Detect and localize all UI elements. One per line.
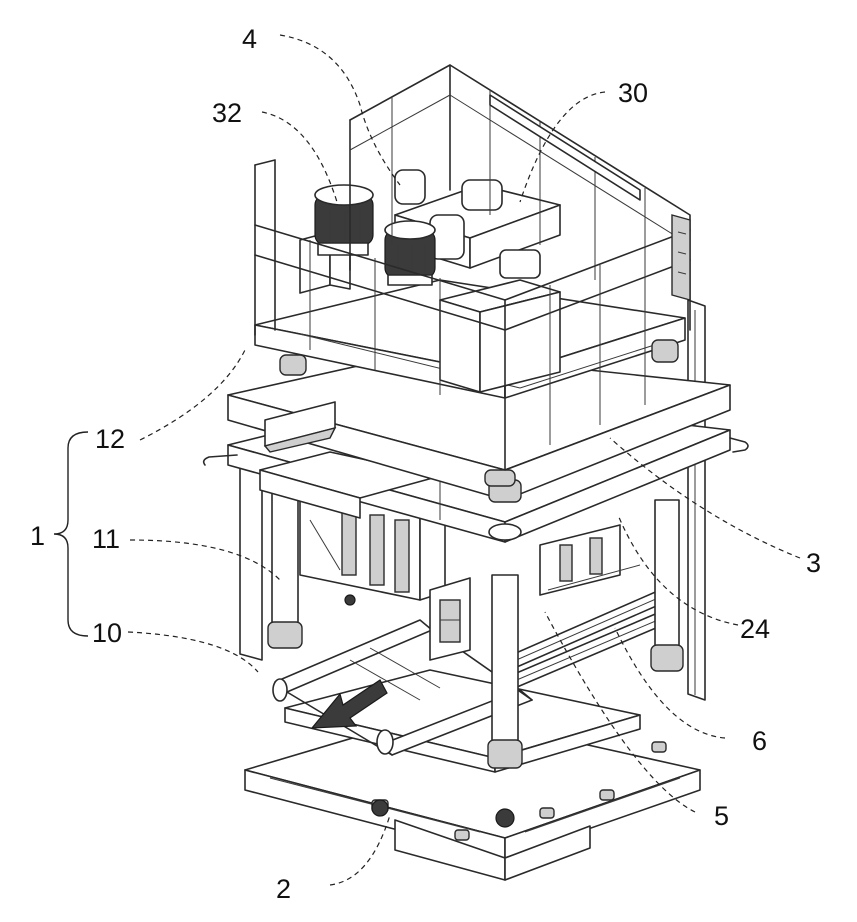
leader-10 [128, 632, 258, 672]
label-30: 30 [618, 78, 648, 108]
label-4: 4 [242, 24, 257, 54]
label-11: 11 [92, 524, 120, 554]
motor-left [315, 185, 373, 255]
label-24: 24 [740, 614, 770, 644]
label-2: 2 [276, 874, 291, 904]
label-1: 1 [30, 521, 45, 551]
label-3: 3 [806, 548, 821, 578]
leader-4 [280, 35, 400, 185]
label-32: 32 [212, 98, 242, 128]
label-10: 10 [92, 618, 122, 648]
label-12: 12 [95, 424, 125, 454]
label-5: 5 [714, 801, 729, 831]
group-brace [54, 432, 88, 636]
label-6: 6 [752, 726, 767, 756]
